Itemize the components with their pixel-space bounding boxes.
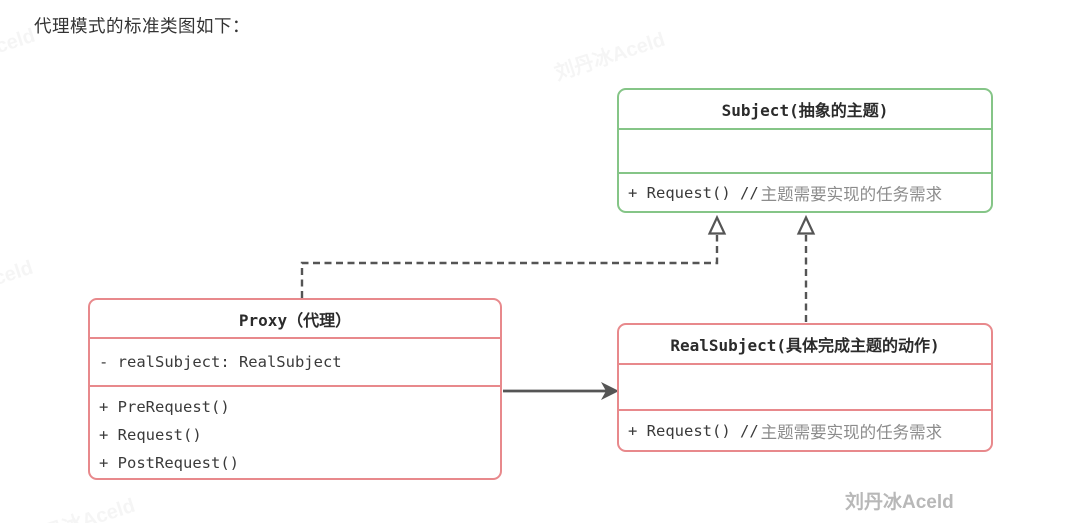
realsubject-to-subject-hollow-triangle-icon [796,214,816,235]
class-box-proxy: Proxy（代理） - realSubject: RealSubject + P… [88,298,502,480]
subject-method-text: + Request() // [628,183,759,202]
class-attributes-realsubject-empty [619,363,991,409]
page-title: 代理模式的标准类图如下： [34,16,250,36]
proxy-to-subject-dashed-line [300,235,719,298]
class-methods-realsubject: + Request() // 主题需要实现的任务需求 [619,409,991,450]
proxy-method-prerequest: + PreRequest() [99,398,230,416]
class-box-realsubject: RealSubject(具体完成主题的动作) + Request() // 主题… [617,323,993,452]
watermark-faint-top-left: 刘丹冰Aceld [0,24,38,82]
class-title-proxy: Proxy（代理） [238,310,352,330]
realsubject-method-comment: 主题需要实现的任务需求 [760,422,943,442]
proxy-method-postrequest: + PostRequest() [99,454,239,472]
watermark-faint-bottom-left: 刘丹冰Aceld [22,494,138,523]
class-attributes-proxy: - realSubject: RealSubject [90,337,500,385]
proxy-to-subject-hollow-triangle-icon [707,214,727,235]
realsubject-method-text: + Request() // [628,421,759,440]
proxy-attribute-text: - realSubject: RealSubject [99,353,342,371]
class-title-subject: Subject(抽象的主题) [721,101,889,120]
class-title-realsubject: RealSubject(具体完成主题的动作) [670,336,940,355]
class-box-subject: Subject(抽象的主题) + Request() // 主题需要实现的任务需… [617,88,993,213]
watermark-faint-top-center: 刘丹冰Aceld [552,28,668,86]
class-methods-subject: + Request() // 主题需要实现的任务需求 [619,172,991,211]
class-attributes-subject-empty [619,128,991,172]
watermark-author: 刘丹冰Aceld [845,492,954,513]
watermark-faint-mid-left: 刘丹冰Aceld [0,256,36,314]
class-methods-proxy: + PreRequest() + Request() + PostRequest… [90,385,500,478]
subject-method-comment: 主题需要实现的任务需求 [760,184,943,204]
proxy-method-request: + Request() [99,426,202,444]
